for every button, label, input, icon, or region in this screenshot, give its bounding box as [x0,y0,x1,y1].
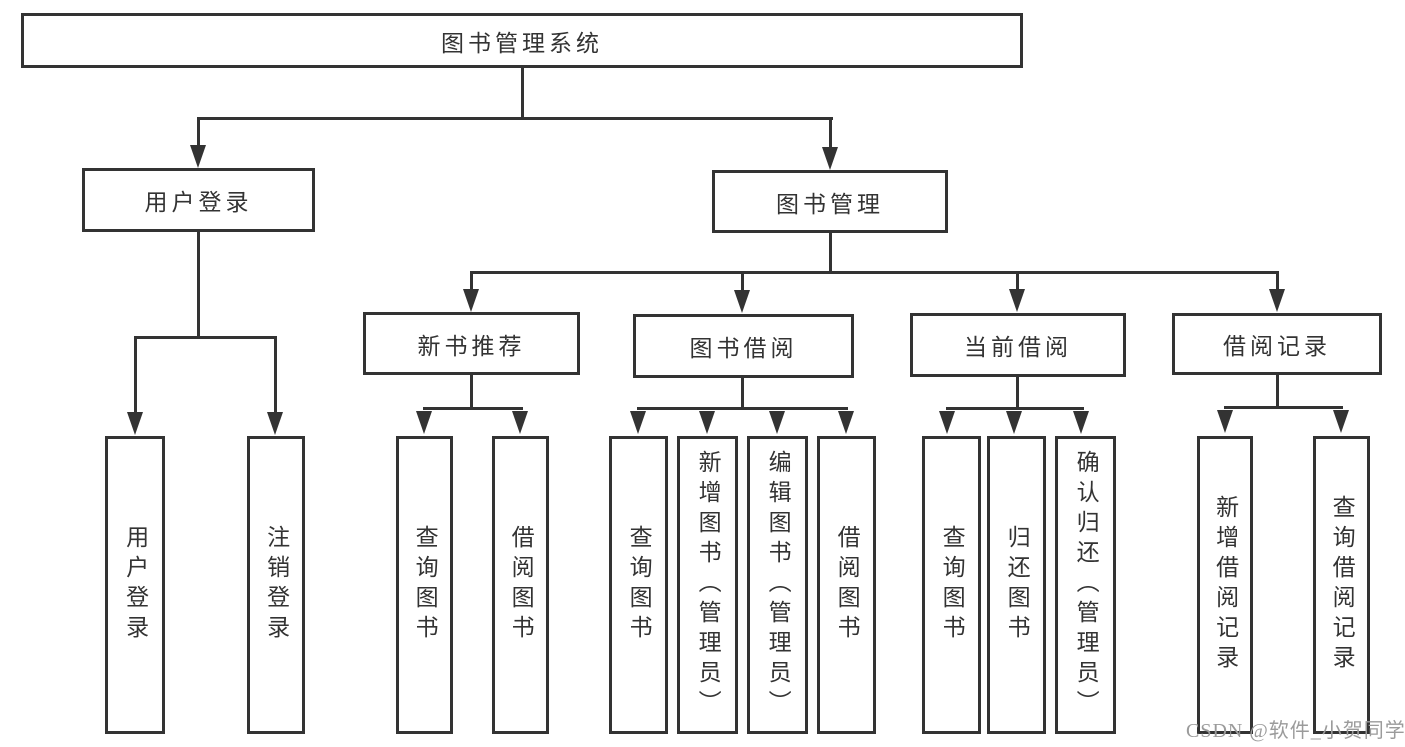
edge-records-bar [1224,406,1343,409]
edge-book-mgmt-bar [470,271,1278,274]
leaf-user-login: 用户登录 [105,436,165,734]
node-book-borrow: 图书借阅 [633,314,854,378]
node-current-borrow: 当前借阅 [910,313,1126,377]
edge-user-login-bar [134,336,277,339]
arrow-down-icon [190,145,206,168]
leaf-edit-books-admin: 编辑图书（管理员） [747,436,808,734]
arrow-down-icon [267,412,283,435]
arrow-down-icon [630,411,646,434]
edge-book-mgmt-drop-3 [1016,271,1019,291]
arrow-down-icon [1269,289,1285,312]
node-borrow-records: 借阅记录 [1172,313,1382,375]
arrow-down-icon [699,411,715,434]
edge-book-mgmt-drop-1 [470,271,473,291]
arrow-down-icon [1006,411,1022,434]
leaf-borrow-books: 借阅图书 [817,436,876,734]
node-new-book-recommend: 新书推荐 [363,312,580,375]
node-book-management: 图书管理 [712,170,948,233]
leaf-add-borrow-record: 新增借阅记录 [1197,436,1253,734]
leaf-query-borrow-record: 查询借阅记录 [1313,436,1370,734]
edge-user-login-drop-2 [274,336,277,414]
leaf-borrow-query-books: 查询图书 [609,436,668,734]
arrow-down-icon [769,411,785,434]
arrow-down-icon [1073,411,1089,434]
edge-book-mgmt-drop-4 [1276,271,1279,291]
leaf-current-query-books: 查询图书 [922,436,981,734]
edge-root-drop-left [197,117,200,147]
arrow-down-icon [463,289,479,312]
edge-book-mgmt-stem [829,233,832,273]
leaf-return-books: 归还图书 [987,436,1046,734]
edge-current-stem [1016,376,1019,410]
arrow-down-icon [1009,289,1025,312]
arrow-down-icon [512,411,528,434]
node-library-management-system: 图书管理系统 [21,13,1023,68]
leaf-recommend-query-books: 查询图书 [396,436,453,734]
edge-user-login-drop-1 [134,336,137,414]
edge-recommend-stem [470,374,473,410]
csdn-watermark: CSDN @软件_小贺同学 [1186,720,1405,742]
arrow-down-icon [1333,410,1349,433]
arrow-down-icon [822,147,838,170]
edge-root-stem [521,66,524,118]
edge-records-stem [1276,374,1279,408]
edge-recommend-bar [423,407,523,410]
leaf-add-books-admin: 新增图书（管理员） [677,436,738,734]
node-user-login: 用户登录 [82,168,315,232]
leaf-recommend-borrow-books: 借阅图书 [492,436,549,734]
edge-book-mgmt-drop-2 [741,271,744,291]
leaf-confirm-return-admin: 确认归还（管理员） [1055,436,1116,734]
arrow-down-icon [1217,410,1233,433]
edge-root-bar [197,117,833,120]
arrow-down-icon [127,412,143,435]
edge-user-login-stem [197,232,200,337]
arrow-down-icon [838,411,854,434]
arrow-down-icon [734,290,750,313]
edge-current-bar [946,407,1084,410]
edge-root-drop-right [829,117,832,149]
edge-borrow-stem [741,377,744,410]
arrow-down-icon [416,411,432,434]
leaf-logout: 注销登录 [247,436,305,734]
edge-borrow-bar [637,407,848,410]
arrow-down-icon [939,411,955,434]
